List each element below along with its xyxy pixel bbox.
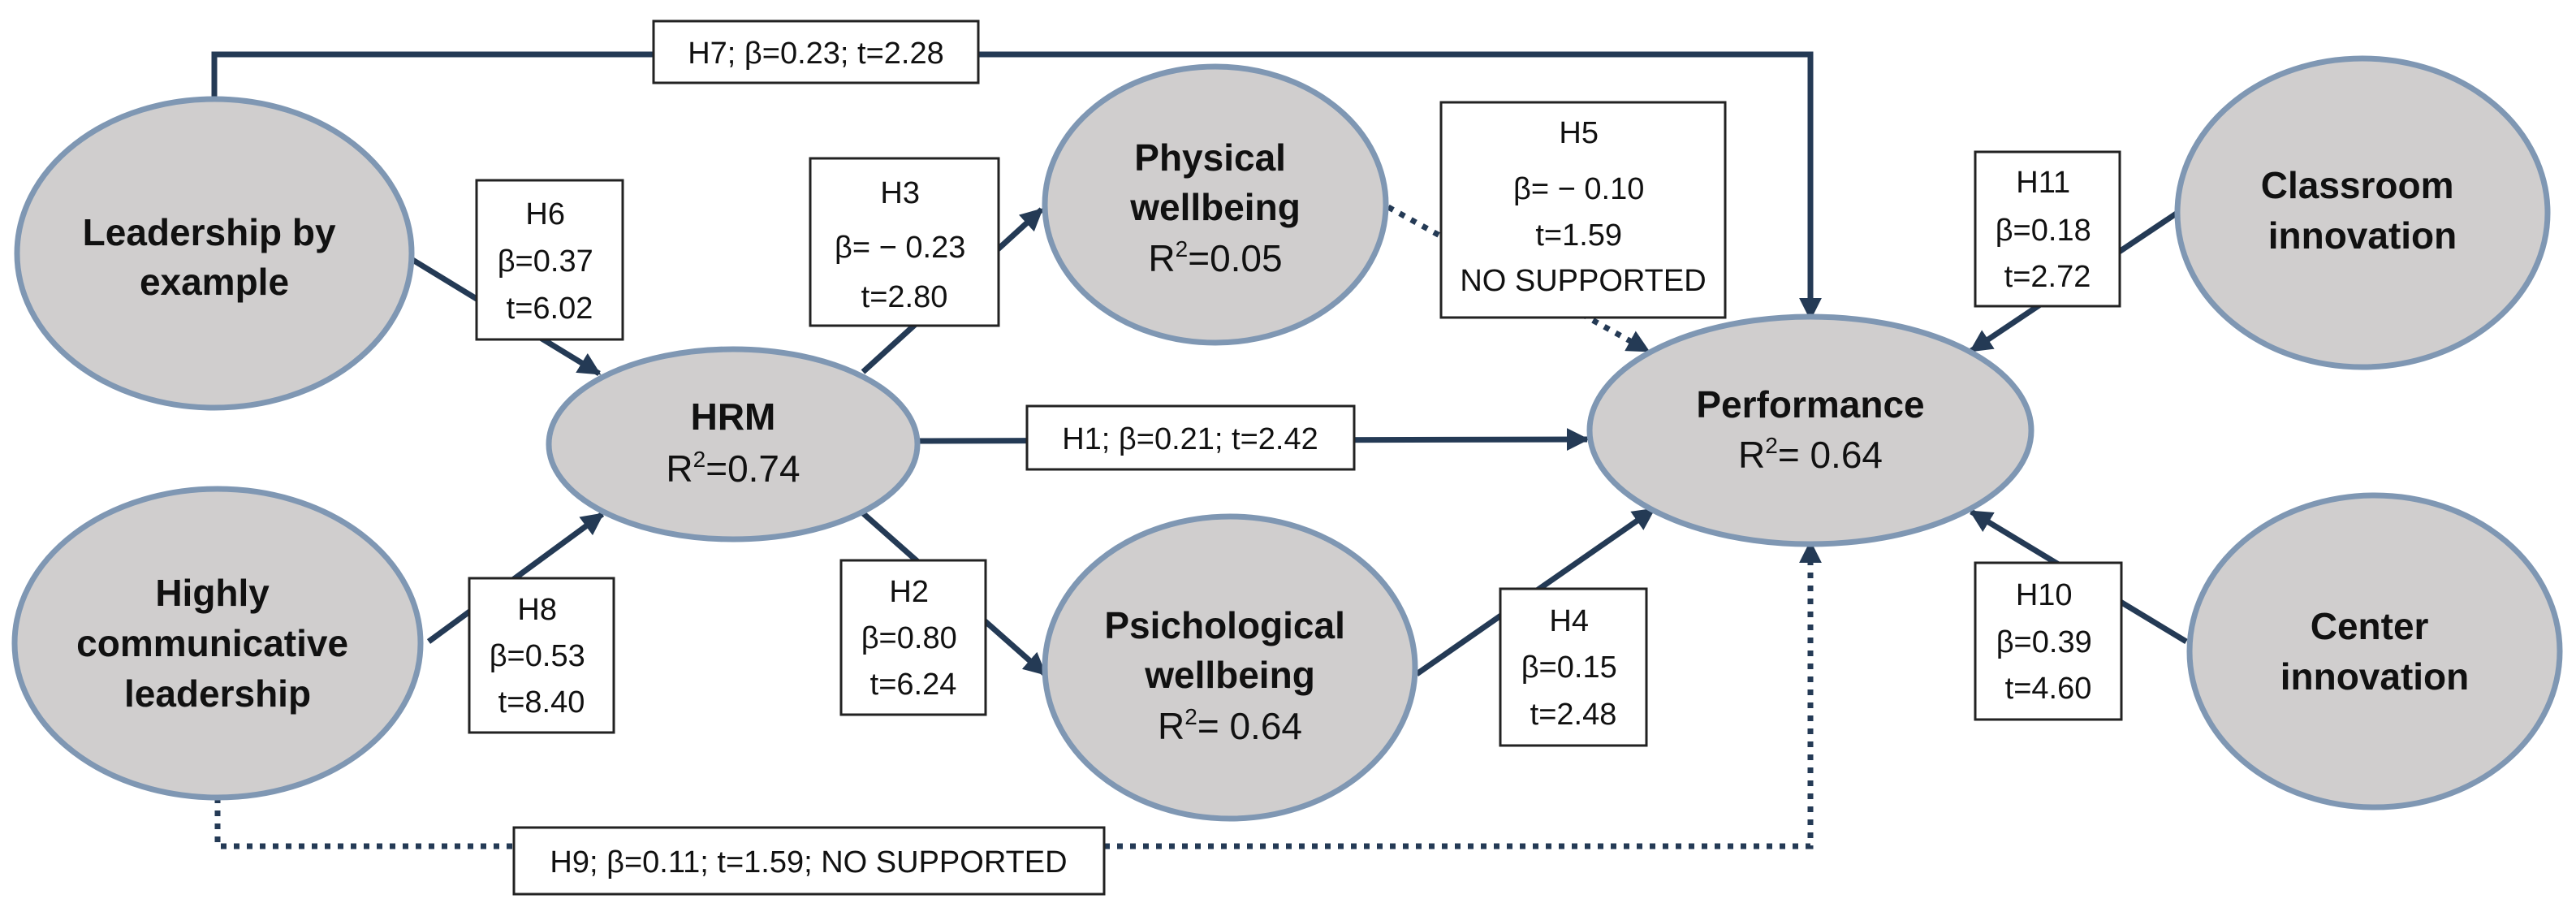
svg-text:H5 β= − 0.10 t=1.5: H5 β= − 0.10 t=1.59 NO SUPPORTED	[1460, 116, 1706, 298]
node-center-line2: innovation	[2280, 655, 2470, 698]
node-physical-wellbeing: Physical wellbeing R2=0.05	[1042, 63, 1389, 346]
label-h4: H4 β=0.15 t=2.48	[1499, 587, 1648, 747]
path-h7-line	[211, 51, 1822, 321]
node-hrm-name: HRM	[691, 395, 776, 438]
node-psichological-wellbeing: Psichological wellbeing R2= 0.64	[1042, 513, 1418, 822]
node-performance-name: Performance	[1696, 383, 1924, 426]
label-h1: H1; β=0.21; t=2.42	[1025, 404, 1356, 471]
node-classroom-innovation: Classroom innovation	[2174, 55, 2551, 370]
svg-text:H6 β=0.37 t=6.02: H6 β=0.37 t=6.02	[498, 197, 602, 326]
label-h7: H7; β=0.23; t=2.28	[652, 19, 980, 84]
svg-text:H3 β= − 0.23 t=2.8: H3 β= − 0.23 t=2.80	[835, 176, 974, 314]
node-performance-r2: R2= 0.64	[1738, 433, 1883, 476]
node-highly-communicative-line3: leadership	[124, 672, 311, 715]
node-physical-line1: Physical	[1134, 136, 1286, 179]
label-h2: H2 β=0.80 t=6.24	[839, 559, 987, 716]
node-psichological-line1: Psichological	[1104, 604, 1345, 646]
node-leadership-by-example-line2: example	[140, 261, 289, 303]
svg-text:Psichological wellbeing: Psichological wellbeing	[1104, 604, 1355, 696]
svg-text:H8 β=0.53 t=8.40: H8 β=0.53 t=8.40	[490, 593, 594, 720]
node-physical-r2: R2=0.05	[1148, 236, 1282, 279]
svg-text:Physical wellbeing: Physical wellbeing	[1129, 136, 1301, 228]
label-h9-text: H9; β=0.11; t=1.59; NO SUPPORTED	[550, 845, 1067, 880]
node-classroom-line2: innovation	[2268, 214, 2457, 257]
node-psichological-r2: R2= 0.64	[1158, 704, 1302, 747]
svg-text:H11 β=0.18 t=2.72: H11 β=0.18 t=2.72	[1996, 166, 2100, 294]
svg-text:H2 β=0.80 t=6.24: H2 β=0.80 t=6.24	[861, 575, 966, 702]
label-h3: H3 β= − 0.23 t=2.80	[809, 157, 1000, 327]
svg-text:H10 β=0.39 t=4.60: H10 β=0.39 t=4.60	[1996, 578, 2101, 706]
label-h8: H8 β=0.53 t=8.40	[468, 577, 615, 734]
label-h10: H10 β=0.39 t=4.60	[1974, 561, 2123, 721]
label-h7-text: H7; β=0.23; t=2.28	[688, 37, 944, 71]
node-leadership-by-example: Leadership by example	[14, 96, 415, 411]
node-hrm-r2: R2=0.74	[666, 447, 800, 490]
label-h1-text: H1; β=0.21; t=2.42	[1062, 422, 1318, 456]
svg-text:Highly communicative: Highly communicative leadership	[76, 572, 359, 715]
node-highly-communicative-line1: Highly	[155, 572, 270, 614]
node-psichological-line2: wellbeing	[1144, 654, 1315, 696]
label-h6: H6 β=0.37 t=6.02	[475, 179, 624, 341]
svg-text:Center innovation: Center innovation	[2280, 605, 2470, 698]
label-h9: H9; β=0.11; t=1.59; NO SUPPORTED	[512, 826, 1106, 896]
label-h11: H11 β=0.18 t=2.72	[1974, 150, 2121, 308]
svg-text:H4 β=0.15 t=2.48: H4 β=0.15 t=2.48	[1521, 604, 1626, 732]
node-center-innovation: Center innovation	[2186, 492, 2563, 810]
node-leadership-by-example-line1: Leadership by	[83, 211, 336, 253]
node-performance: Performance R2= 0.64	[1586, 313, 2034, 547]
node-classroom-line1: Classroom	[2261, 164, 2454, 206]
svg-text:Leadership by example: Leadership by example	[83, 211, 347, 303]
node-highly-communicative-line2: communicative	[76, 622, 348, 664]
label-h5: H5 β= − 0.10 t=1.59 NO SUPPORTED	[1439, 101, 1727, 319]
node-physical-line2: wellbeing	[1129, 186, 1301, 228]
node-hrm: HRM R2=0.74	[546, 346, 921, 542]
node-center-line1: Center	[2311, 605, 2429, 647]
svg-text:Classroom innovation: Classroom innovation	[2261, 164, 2465, 257]
node-highly-communicative-leadership: Highly communicative leadership	[11, 486, 424, 801]
